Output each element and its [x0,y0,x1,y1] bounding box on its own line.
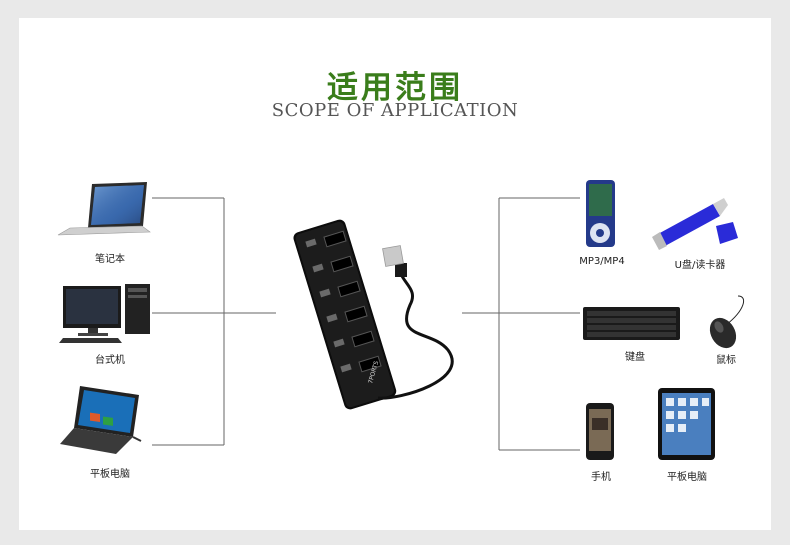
device-label-ipad: 平板电脑 [667,472,707,483]
device-label-mouse: 鼠标 [716,355,736,366]
device-label-keyboard: 键盘 [625,352,645,363]
surface-tablet-icon [60,386,142,454]
device-label-tablet: 平板电脑 [90,469,130,480]
usb-flash-drive-icon [652,198,738,250]
ipad-tablet-icon [658,388,715,460]
right-connector-lines [462,197,580,451]
device-label-mp3: MP3/MP4 [579,256,625,267]
device-label-laptop: 笔记本 [95,254,125,265]
usb-hub-icon: 7PORTS [293,219,454,410]
page-title: 适用范围 [327,70,463,106]
device-label-usb-drive: U盘/读卡器 [674,260,726,271]
laptop-icon [57,182,151,236]
keyboard-icon [583,307,680,340]
mouse-icon [709,295,745,349]
mp3-player-icon [586,180,615,247]
device-label-desktop: 台式机 [95,355,125,366]
left-connector-lines [152,197,276,446]
mobile-phone-icon [586,403,614,460]
desktop-computer-icon [59,284,150,343]
device-label-phone: 手机 [591,472,611,483]
page-subtitle: SCOPE OF APPLICATION [271,100,519,121]
